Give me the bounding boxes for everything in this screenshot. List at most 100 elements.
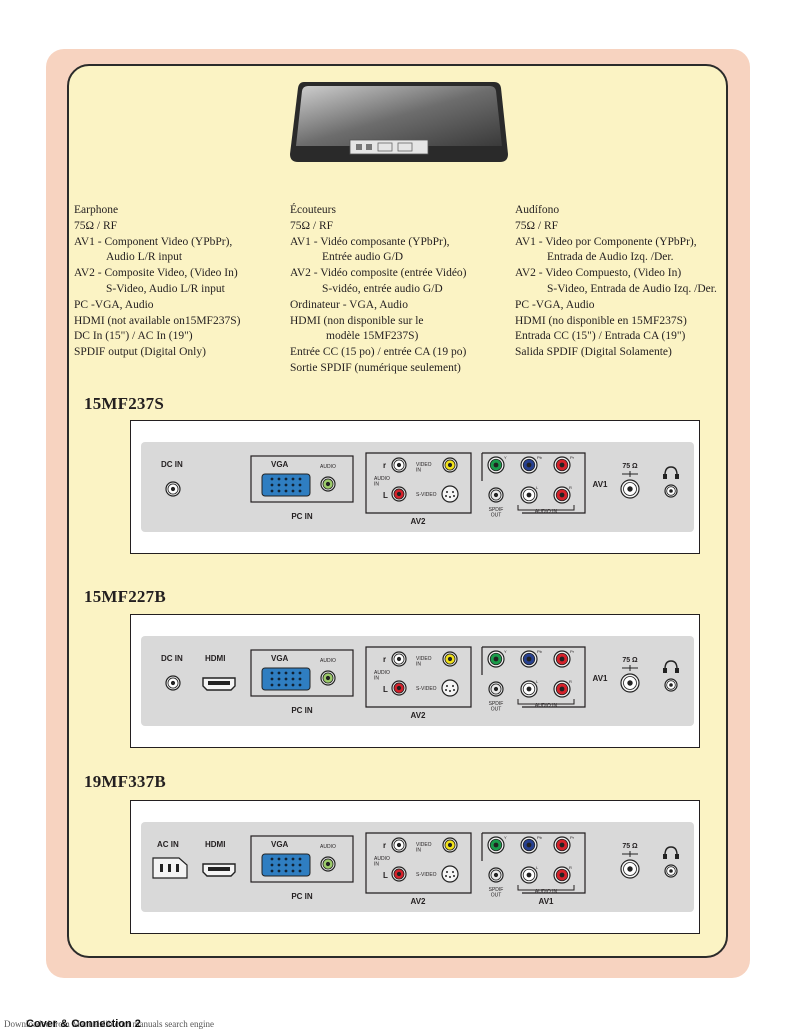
jack-connector	[320, 476, 336, 492]
connector-label-l-small: L	[536, 485, 539, 490]
jack-connector	[553, 680, 571, 698]
connector-label-r: r	[383, 841, 386, 850]
pc-in-group	[250, 455, 354, 503]
jack-connector	[391, 651, 407, 667]
pc-in-group	[250, 835, 354, 883]
connector-label-av1: AV1	[593, 480, 609, 489]
connector-label-audio: AUDIO	[320, 658, 336, 664]
connector-label-audio: AUDIO	[320, 464, 336, 470]
spec-line: DC In (15") / AC In (19")	[74, 330, 193, 343]
audio-in-bracket	[517, 885, 575, 891]
jack-connector	[520, 836, 538, 854]
connector-label-av1: AV1	[593, 674, 609, 683]
jack-connector	[520, 486, 538, 504]
jack-connector	[165, 675, 181, 691]
connector-label-ohm: 75 Ω	[622, 657, 638, 664]
jack-connector	[391, 457, 407, 473]
jack-connector	[664, 484, 678, 498]
connector-label-spdif-out: OUT	[491, 513, 502, 519]
jack-connector	[442, 651, 458, 667]
column-french: Écouteurs 75Ω / RF AV1 - Vidéo composante …	[290, 203, 467, 377]
connector-label-pb: Pb	[537, 835, 543, 840]
av2-group	[365, 646, 472, 708]
connector-label-vga: VGA	[271, 840, 289, 849]
spec-line: AV1 - Vidéo composante (YPbPr),	[290, 235, 450, 248]
spec-line: Entrada de Audio Izq. /Der.	[547, 251, 674, 264]
s-video-port	[441, 865, 459, 883]
connector-label-vga: VGA	[271, 654, 289, 663]
connector-label-audio-in-small: AUDIO	[374, 476, 390, 482]
jack-connector	[553, 456, 571, 474]
connector-label-pr: Pr	[570, 835, 575, 840]
connector-label-l-small: L	[536, 865, 539, 870]
connector-label-pc-in: PC IN	[291, 706, 313, 715]
connector-label-l: L	[383, 491, 388, 500]
spec-line: 75Ω / RF	[515, 219, 559, 232]
spec-line: 75Ω / RF	[290, 219, 334, 232]
spec-line: HDMI (not available on15MF237S)	[74, 314, 241, 327]
connector-label-vga: VGA	[271, 460, 289, 469]
headphone-icon	[664, 660, 678, 670]
connector-label-s-video: S-VIDEO	[416, 492, 437, 498]
jack-connector	[487, 456, 505, 474]
spec-line: Salida SPDIF (Digital Solamente)	[515, 346, 672, 359]
s-video-port	[441, 679, 459, 697]
spec-line: AV1 - Component Video (YPbPr),	[74, 235, 233, 248]
connector-label-pr: Pr	[570, 649, 575, 654]
connector-label-r-small: R	[569, 865, 572, 870]
jack-connector	[553, 836, 571, 854]
jack-connector	[391, 680, 407, 696]
connector-label-audio-in: AUDIO IN	[535, 703, 558, 709]
connector-label-s-video: S-VIDEO	[416, 686, 437, 692]
av1-group	[482, 832, 586, 894]
spec-line: modèle 15MF237S)	[326, 330, 419, 343]
footer: Downloaded from Manualslib.com manuals s…	[4, 1019, 214, 1029]
spec-line: Écouteurs	[290, 204, 336, 216]
spec-line: Entrée CC (15 po) / entrée CA (19 po)	[290, 346, 467, 359]
connector-label-video-in: VIDEO	[416, 462, 432, 468]
jack-connector	[664, 864, 678, 878]
connector-label-av2: AV2	[411, 897, 427, 906]
jack-connector	[620, 673, 640, 693]
spec-line: S-Video, Entrada de Audio Izq. /Der.	[547, 282, 717, 295]
connector-label-spdif-out: OUT	[491, 893, 502, 899]
spec-line: Audio L/R input	[106, 251, 183, 264]
connector-label-audio-in: AUDIO IN	[535, 509, 558, 515]
jack-connector	[488, 867, 504, 883]
headphone-icon	[664, 846, 678, 856]
model-title: 15MF227B	[84, 587, 166, 606]
jack-connector	[320, 670, 336, 686]
connector-label-l: L	[383, 871, 388, 880]
spec-line: AV2 - Composite Video, (Video In)	[74, 267, 238, 280]
audio-in-bracket	[517, 505, 575, 511]
connector-label-video-in: IN	[416, 848, 421, 854]
connector-label-dc-in: DC IN	[161, 654, 183, 663]
spec-line: Entrée audio G/D	[322, 251, 404, 264]
audio-in-bracket	[517, 699, 575, 705]
spec-line: Entrada CC (15") / Entrada CA (19")	[515, 330, 686, 343]
jack-connector	[488, 487, 504, 503]
spec-line: S-vidéo, entrée audio G/D	[322, 282, 443, 295]
connector-label-y: Y	[504, 835, 507, 840]
connector-label-audio-in-small: IN	[374, 482, 379, 488]
jack-connector	[487, 650, 505, 668]
connector-label-spdif-out: SPDIF	[489, 507, 504, 513]
connector-label-hdmi: HDMI	[205, 654, 225, 663]
jack-connector	[487, 836, 505, 854]
spec-line: HDMI (no disponible en 15MF237S)	[515, 314, 687, 327]
connector-label-l-small: L	[536, 679, 539, 684]
connector-label-spdif-out: SPDIF	[489, 701, 504, 707]
spec-line: AV1 - Video por Componente (YPbPr),	[515, 235, 697, 248]
jack-connector	[520, 456, 538, 474]
jack-connector	[488, 681, 504, 697]
jack-connector	[442, 457, 458, 473]
jack-connector	[391, 866, 407, 882]
av2-group	[365, 452, 472, 514]
